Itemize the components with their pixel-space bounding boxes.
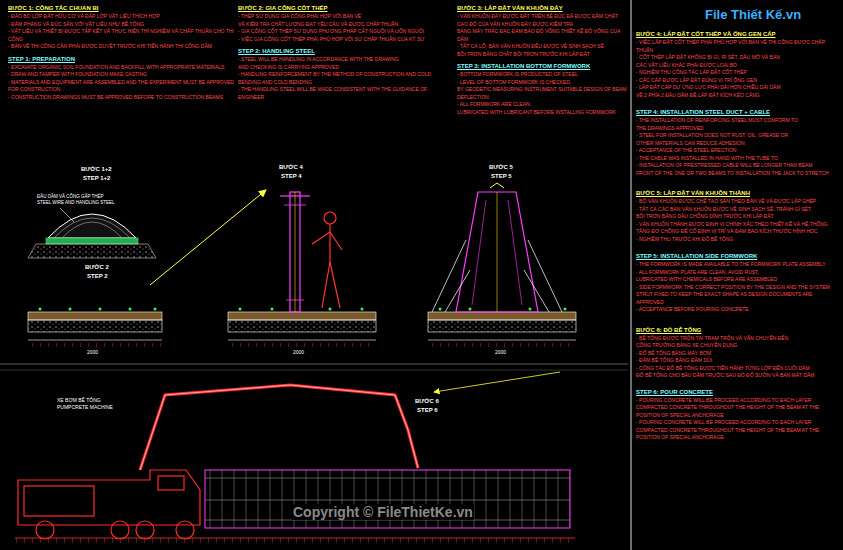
- note-line: - SIDE FORMWORK THE CORRECT POSITION BY …: [636, 284, 839, 292]
- step-heading: BƯỚC 3: LẮP ĐẶT VÁN KHUÔN ĐÁY: [457, 4, 627, 13]
- figure-title: BƯỚC 4: [278, 164, 304, 171]
- figure-title: BƯỚC 5: [488, 164, 514, 171]
- note-line: BÔI TRƠN BẰNG DẦU CHỐNG DÍNH TRƯỚC KHI L…: [636, 213, 839, 221]
- note-line: - GIA CÔNG CỐT THÉP SỬ DỤNG PHƯƠNG PHÁP …: [238, 28, 452, 36]
- figure-title: STEP 1+2: [82, 175, 111, 182]
- note-line: - THE HANDLING STEEL WILL BE MADE CONSIS…: [238, 86, 452, 101]
- note-line: - VÁN KHUÔN THÀNH ĐƯỢC ĐỊNH VỊ CHÍNH XÁC…: [636, 221, 839, 229]
- note-line: - THE INSTALLATION OF REINFORCING STEEL …: [636, 117, 839, 125]
- note-line: - CONSTRUCTION DRAWINGS MUST BE APPROVED…: [8, 94, 234, 102]
- note-line: - TẤT CẢ LỖ, BẢN VÁN KHUÔN ĐỀU ĐƯỢC VỆ S…: [457, 43, 627, 51]
- note-line: - ĐẦM BÊ TÔNG BẰNG ĐẦM DÙI: [636, 357, 839, 365]
- note-line: LUBRICATED WITH LUBRICANT BEFORE INSTALL…: [457, 109, 627, 117]
- note-line: - POURING CONCRETE WILL BE PROCEED ACCOR…: [636, 419, 839, 427]
- dimension: 2000: [292, 350, 305, 356]
- figure-title: STEP 2: [86, 273, 109, 280]
- callout-label: STEEL WIRE AND HANDLING STEEL: [36, 200, 116, 205]
- note-line: STRUT FIXED TO KEEP THE EXACT SHAPE AS D…: [636, 291, 839, 306]
- note-line: CÁC VẬT LIỆU KHÁC PHẢI ĐƯỢC LOẠI BỎ: [636, 62, 839, 70]
- figure-title: STEP 4: [280, 173, 303, 180]
- callout-label: ĐẦU DẦM VÀ CÔNG GẤP THÉP: [36, 194, 105, 199]
- note-line: - ĐỔ BÊ TÔNG BẰNG MÁY BƠM: [636, 350, 839, 358]
- note-line: - THÉP SỬ DỤNG GIA CÔNG PHẢI HỢP VỚI BẢN…: [238, 13, 452, 21]
- callout-label: PUMPCRETE MACHINE: [56, 405, 114, 411]
- step-heading: BƯỚC 2: GIA CÔNG CỐT THÉP: [238, 4, 452, 13]
- note-line: BÔI TRƠN BẰNG CHẤT BÔI TRƠN TRƯỚC KHI LẮ…: [457, 51, 627, 59]
- dimension: 2000: [86, 350, 99, 356]
- step-heading: STEP 1: PREPARATION: [8, 55, 234, 64]
- note-line: - CÁC CÁP ĐƯỢC LẮP ĐẶT ĐÚNG VỊ TRÍ ỐNG G…: [636, 77, 839, 85]
- note-line: - ĐÀO BỎ LỚP ĐẤT HỮU CƠ VÀ ĐẮP LỚP VẬT L…: [8, 13, 234, 21]
- note-line: - VẬT LIỆU VÀ THIẾT BỊ ĐƯỢC TẬP KẾT VÀ T…: [8, 28, 234, 43]
- note-line: - ALL FORMWORK ARE CLEAN,: [457, 101, 627, 109]
- note-line: - VIỆC LẮP ĐẶT CỐT THÉP PHẢI PHÙ HỢP VỚI…: [636, 39, 839, 54]
- step-heading: STEP 5: INSTALLATION SIDE FORMWORK: [636, 252, 839, 261]
- note-line: - THE CABLE WAS INSTALLED IN HAND WITH T…: [636, 155, 839, 163]
- note-line: - NGHIỆM THU CÔNG TÁC LẮP ĐẶT CỐT THÉP: [636, 69, 839, 77]
- logo-text: File Thiết Kế.vn: [704, 8, 802, 23]
- step-heading: BƯỚC 1: CÔNG TÁC CHUẨN BỊ: [8, 4, 234, 13]
- note-line: - POURING CONCRETE WILL BE PROCEED ACCOR…: [636, 397, 839, 405]
- figure-title: BƯỚC 6: [414, 398, 440, 405]
- note-line: TĂNG ĐƠ CHỐNG ĐỂ CỐ ĐỊNH VỊ TRÍ VÀ ĐẢM B…: [636, 228, 839, 236]
- note-line: THE DRAWINGS APPROVED: [636, 125, 839, 133]
- figure-title: STEP 5: [490, 173, 513, 180]
- note-line: BY GEODETIC MEASURING INSTRUMENT SUITABL…: [457, 86, 627, 101]
- figure-title: BƯỚC 1+2: [80, 166, 113, 173]
- step-heading: BƯỚC 6: ĐỔ BÊ TÔNG: [636, 326, 839, 335]
- note-line: BẰNG MÁY TRẮC ĐẠC ĐẢM BẢO ĐỘ VỒNG THIẾT …: [457, 28, 627, 43]
- note-line: FRONT OF THE ONE OR TWO BEAMS TO INSTALL…: [636, 170, 839, 178]
- note-line: CAO ĐỘ CỦA VÁN KHUÔN ĐÁY ĐƯỢC KIỂM TRA: [457, 21, 627, 29]
- note-line: - CỐT THÉP LẮP ĐẶT KHÔNG BỊ GỈ, RỈ SÉT, …: [636, 54, 839, 62]
- note-line: - ACCEPTANCE BEFORE POURING CONCRETE: [636, 306, 839, 314]
- note-line: - ALL FORMWORK PLATE ARE CLEAN, AVOID RU…: [636, 269, 839, 277]
- note-line: - HANDLING REINFORCEMENT BY THE METHOD O…: [238, 71, 452, 86]
- note-line: LUBRICATED WITH CHEMICALS BEFORE ARE ASS…: [636, 276, 839, 284]
- note-line: - INSTALLATION OF PRESTRESSED CABLE WILL…: [636, 162, 839, 170]
- note-line: AND CHECKING IS CARRYING APPROVED: [238, 64, 452, 72]
- step-heading: STEP 4: INSTALLATION STEEL DUCT + CABLE: [636, 108, 839, 117]
- note-line: - TẤT CẢ CÁC BẢN VÁN KHUÔN ĐƯỢC VỆ SINH …: [636, 206, 839, 214]
- note-column: BƯỚC 4: LẮP ĐẶT CỐT THÉP VÀ ỐNG GEN CÁP-…: [636, 30, 839, 442]
- dimension: 2000: [494, 350, 507, 356]
- note-line: - LẮP ĐẶT CÁP DỰ ỨNG LỰC PHẢI DÀI HƠN CH…: [636, 84, 839, 92]
- note-line: - BÊ TÔNG ĐƯỢC TRỘN TẠI TRẠM TRỘN VÀ VẬN…: [636, 335, 839, 343]
- note-line: - NGHIỆM THU TRƯỚC KHI ĐỔ BÊ TÔNG: [636, 236, 839, 244]
- note-column: BƯỚC 3: LẮP ĐẶT VÁN KHUÔN ĐÁY- VÁN KHUÔN…: [457, 4, 627, 116]
- step-heading: STEP 3: INSTALLATION BOTTOM FORMWORK: [457, 62, 627, 71]
- note-line: ĐỔ BÊ TÔNG CHO BẦU DẦM TRƯỚC SAU ĐÓ ĐỔ S…: [636, 372, 839, 380]
- note-line: - ĐẦM PHẲNG VÀ ĐÚC SÀN VỚI VẬT LIỆU NHƯ …: [8, 21, 234, 29]
- watermark: Copyright © FileThietKe.vn: [292, 504, 474, 520]
- note-line: - STEEL WILL BE HANDLING IN ACCORDANCE W…: [238, 56, 452, 64]
- note-line: CÔNG TRƯỜNG BẰNG XE CHUYÊN DỤNG: [636, 342, 839, 350]
- callout-label: XE BƠM BÊ TÔNG: [56, 398, 102, 404]
- note-line: - VIỆC GIA CÔNG CỐT THÉP PHẢI PHÙ HỢP VỚ…: [238, 36, 452, 44]
- note-column: BƯỚC 1: CÔNG TÁC CHUẨN BỊ- ĐÀO BỎ LỚP ĐẤ…: [8, 4, 234, 101]
- step-heading: BƯỚC 4: LẮP ĐẶT CỐT THÉP VÀ ỐNG GEN CÁP: [636, 30, 839, 39]
- note-line: VÀ KIỂM TRA CHẤT LƯỢNG ĐẠT YÊU CẦU VÀ ĐƯ…: [238, 21, 452, 29]
- note-line: VỀ 2 PHÍA 2 ĐẦU DẦM ĐỂ LẮP ĐẶT KÍCH KÉO …: [636, 92, 839, 100]
- figure-title: BƯỚC 2: [84, 264, 110, 271]
- note-line: COMPACTED CONCRETE THROUGHOUT THE HEIGHT…: [636, 427, 839, 442]
- note-line: - CÔNG TÁC ĐỔ BÊ TÔNG ĐƯỢC TIẾN HÀNH TỪN…: [636, 365, 839, 373]
- note-column: BƯỚC 2: GIA CÔNG CỐT THÉP- THÉP SỬ DỤNG …: [238, 4, 452, 101]
- note-line: OTHER MATERIALS CAN REDUCE ADHESION: [636, 140, 839, 148]
- note-line: - EXCAVATE ORGANIC SOIL FOUNDATION AND B…: [8, 64, 234, 72]
- note-line: - ACCEPTANCE OF THE STEEL ERECTION: [636, 147, 839, 155]
- step-heading: BƯỚC 5: LẮP ĐẶT VÁN KHUÔN THÀNH: [636, 189, 839, 198]
- note-line: - BOTTOM FORMWORK IS PRODUCTED OF STEEL: [457, 71, 627, 79]
- note-line: - BẢN VẼ THI CÔNG CẦN PHẢI ĐƯỢC DUYỆT TR…: [8, 43, 234, 51]
- note-line: - STEEL FOR INSTALLATION DOES NOT RUST, …: [636, 132, 839, 140]
- step-heading: STEP 2: HANDLING STEEL: [238, 47, 452, 56]
- note-line: - MATERIALS AND EQUIPMENT ARE ASSEMBLED …: [8, 79, 234, 94]
- note-line: - BỘ VÁN KHUÔN ĐƯỢC CHẾ TẠO SẴN THEO BẢN…: [636, 198, 839, 206]
- note-line: - VÁN KHUÔN ĐÁY ĐƯỢC ĐẶT TRÊN BỆ ĐÚC ĐÃ …: [457, 13, 627, 21]
- note-line: COMPACTED CONCRETE THROUGHOUT THE HEIGHT…: [636, 404, 839, 419]
- note-line: - LEVEL OF BOTTOM FORMWORK IS CHECKED: [457, 79, 627, 87]
- figure-title: STEP 6: [416, 407, 439, 414]
- note-line: - DRAW AND TAMPER WITH FOUNDATION MAKE C…: [8, 71, 234, 79]
- step-heading: STEP 6: POUR CONCRETE: [636, 388, 839, 397]
- note-line: - THE FORMWORK IS MADE AVAILABLE TO THE …: [636, 261, 839, 269]
